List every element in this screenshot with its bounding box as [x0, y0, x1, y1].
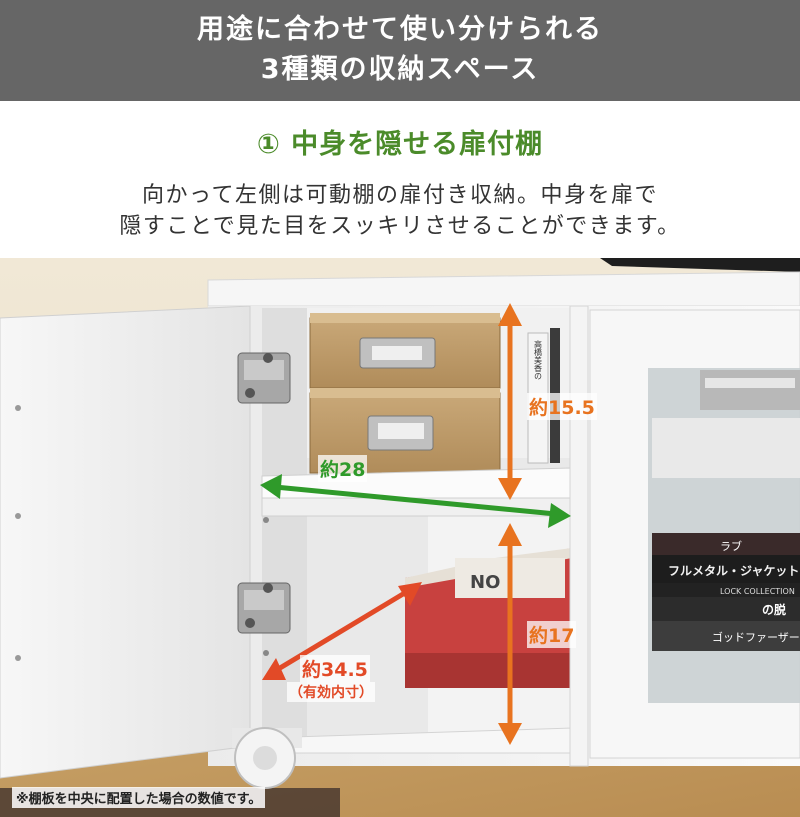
- label-upper-height: 約15.5: [527, 393, 597, 420]
- header-title-line2: 3種類の収納スペース: [260, 54, 540, 85]
- card-label: 高橋美香の: [534, 339, 543, 380]
- dvd-5: [652, 621, 800, 651]
- dvd-1: [652, 533, 800, 555]
- section-subtitle: ① 中身を隠せる扉付棚: [256, 129, 544, 160]
- cabinet-top: [207, 271, 800, 307]
- hinge-lower: [237, 582, 291, 634]
- header-title-line1: 用途に合わせて使い分けられる: [197, 14, 603, 45]
- arrow-lower-height: [498, 523, 522, 745]
- description-line2: 隠すことで見た目をスッキリさせることができます。: [119, 214, 681, 239]
- dvd-4: [652, 597, 800, 621]
- box-brand-text: NO: [470, 572, 500, 593]
- dvd-label-a: フルメタル・ジャケット: [668, 564, 799, 578]
- label-width: 約28: [318, 455, 368, 482]
- dvd-label-b: ラブ: [720, 539, 742, 553]
- dvd-2: [652, 555, 800, 583]
- arrow-upper-height: [498, 303, 522, 500]
- header-banner: 用途に合わせて使い分けられる 3種類の収納スペース: [0, 0, 800, 101]
- cabinet-divider: [569, 305, 589, 767]
- dvd-label-d: ゴッドファーザー: [712, 630, 800, 644]
- label-depth: 約34.5: [300, 655, 370, 682]
- hinge-upper: [237, 352, 291, 404]
- description-line1: 向かって左側は可動棚の扉付き収納。中身を扉で: [142, 183, 658, 208]
- open-door: [0, 305, 251, 779]
- dvd-label-e: LOCK COLLECTION: [720, 587, 795, 596]
- label-depth-note: （有効内寸）: [287, 682, 375, 702]
- tv-base: [600, 258, 800, 272]
- footnote: ※棚板を中央に配置した場合の数値です。: [12, 787, 266, 808]
- arrow-depth: [262, 582, 422, 680]
- dvd-label-c: の脱: [762, 602, 786, 617]
- product-photo: 高橋美香の NO: [0, 258, 800, 817]
- dvd-3: [652, 583, 800, 597]
- arrow-width: [260, 474, 571, 528]
- label-lower-height: 約17: [527, 621, 577, 648]
